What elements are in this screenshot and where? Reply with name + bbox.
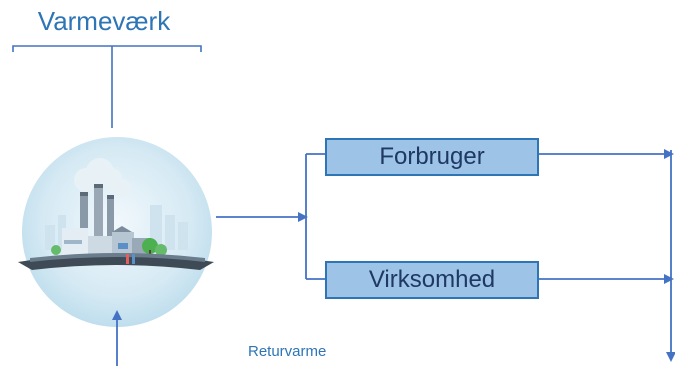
company-label: Virksomhed bbox=[368, 266, 496, 293]
company-box: Virksomhed bbox=[325, 261, 539, 299]
plant-label: Varmeværk bbox=[37, 6, 171, 36]
power-plant-icon bbox=[18, 137, 214, 327]
consumer-label: Forbruger bbox=[379, 143, 485, 170]
return-heat-label: Returvarme bbox=[248, 343, 327, 360]
title-bracket bbox=[12, 45, 202, 52]
consumer-box: Forbruger bbox=[325, 138, 539, 176]
